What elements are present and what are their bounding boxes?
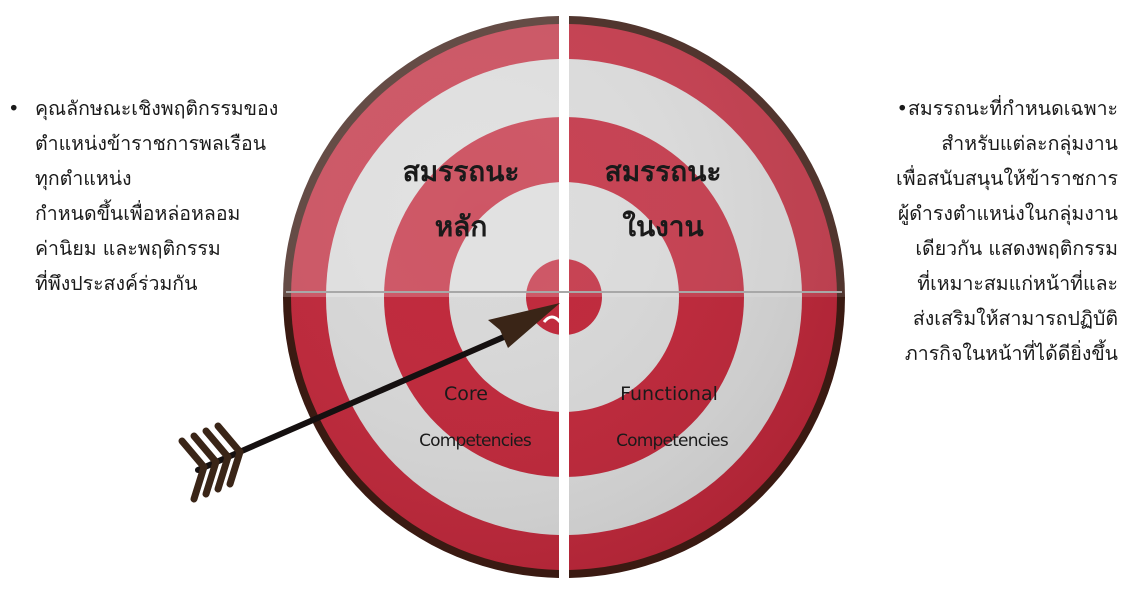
functional-label-line1: Functional xyxy=(620,383,718,405)
functional-title-line1: สมรรถนะ xyxy=(605,155,722,188)
functional-title-line2: ในงาน xyxy=(622,210,703,243)
core-title-line2: หลัก xyxy=(435,210,488,243)
functional-label-line2: Competencies xyxy=(616,431,729,451)
core-label-line1: Core xyxy=(444,383,488,405)
core-title-line1: สมรรถนะ xyxy=(403,155,520,188)
core-label-line2: Competencies xyxy=(419,431,532,451)
